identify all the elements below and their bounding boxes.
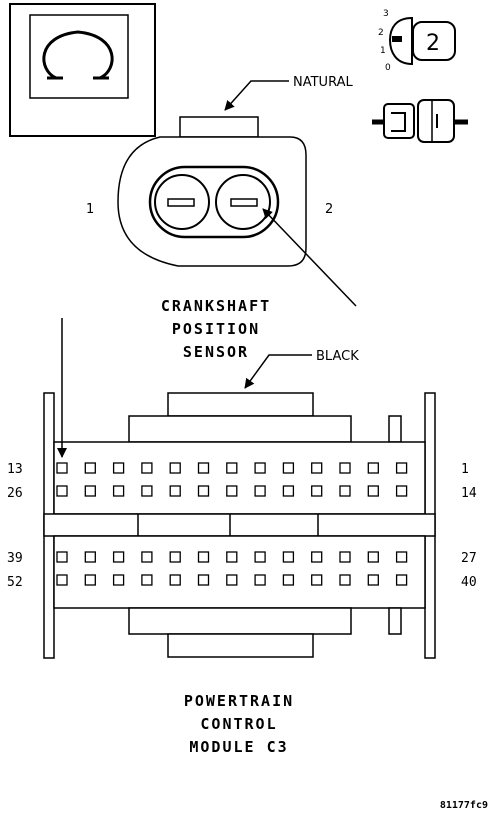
- pcm-row-label-right-3: 27: [461, 551, 477, 566]
- sensor-pin-1: [167, 198, 195, 207]
- pcm-pin-cavity: [112, 462, 125, 474]
- pcm-pin-cavity: [112, 551, 125, 563]
- pcm-pin-cavity: [339, 551, 351, 563]
- pcm-pin-grid: [56, 462, 408, 586]
- pcm-pin-cavity: [169, 462, 181, 474]
- pcm-row-label-left-2: 26: [7, 486, 23, 501]
- pcm-pin-cavity: [112, 485, 125, 497]
- pcm-pin-cavity: [141, 485, 153, 497]
- pcm-pin-cavity: [84, 485, 96, 497]
- sensor-pin-label-2: 2: [325, 202, 333, 217]
- black-label: BLACK: [316, 349, 359, 364]
- pcm-title: POWERTRAIN CONTROL MODULE C3: [184, 692, 294, 756]
- pcm-pin-cavity: [367, 551, 379, 563]
- pcm-pin-cavity: [282, 462, 295, 474]
- pcm-pin-cavity: [141, 462, 153, 474]
- pcm-pin-cavity: [395, 551, 408, 563]
- pcm-pin-cavity: [169, 574, 181, 586]
- pcm-pin-cavity: [169, 485, 181, 497]
- pcm-pin-cavity: [282, 574, 295, 586]
- key-position-1: 1: [380, 46, 386, 56]
- pcm-pin-cavity: [367, 485, 379, 497]
- pcm-pin-cavity: [254, 574, 266, 586]
- pcm-pin-cavity: [56, 462, 68, 474]
- pcm-pin-cavity: [141, 574, 153, 586]
- pcm-pin-cavity: [395, 485, 408, 497]
- pcm-pin-cavity: [311, 551, 323, 563]
- natural-label: NATURAL: [293, 75, 353, 90]
- pcm-pin-cavity: [282, 485, 295, 497]
- figure-code: 81177fc9: [440, 800, 488, 811]
- sensor-pin-2: [230, 198, 258, 207]
- pcm-pin-cavity: [367, 462, 379, 474]
- pcm-pin-cavity: [197, 462, 210, 474]
- pcm-row-label-left-3: 39: [7, 551, 23, 566]
- pcm-pin-cavity: [197, 485, 210, 497]
- pcm-pin-cavity: [141, 551, 153, 563]
- pcm-row-label-right-1: 1: [461, 462, 469, 477]
- pcm-pin-cavity: [395, 574, 408, 586]
- black-arrow: [244, 354, 312, 389]
- key-position-icon: 3 2 1 0 2: [378, 9, 456, 73]
- pcm-pin-cavity: [226, 462, 238, 474]
- pcm-pin-cavity: [56, 485, 68, 497]
- sensor-title-line-3: SENSOR: [183, 343, 249, 361]
- sensor-title-line-2: POSITION: [172, 320, 260, 338]
- pcm-pin-cavity: [311, 574, 323, 586]
- pcm-pin-cavity: [367, 574, 379, 586]
- pcm-pin-cavity: [282, 551, 295, 563]
- pcm-pin-cavity: [84, 551, 96, 563]
- pcm-pin-cavity: [84, 574, 96, 586]
- pcm-pin-cavity: [254, 551, 266, 563]
- pcm-row-label-right-2: 14: [461, 486, 477, 501]
- pcm-title-line-3: MODULE C3: [189, 738, 288, 756]
- pcm-pin-cavity: [254, 485, 266, 497]
- key-position-0: 0: [385, 63, 391, 73]
- plug-connector-icon: [372, 99, 468, 143]
- sensor-pin2-arrow: [262, 208, 357, 307]
- crankshaft-sensor-connector: [117, 116, 307, 267]
- pcm-pin-cavity: [339, 462, 351, 474]
- pcm-pin-cavity: [395, 462, 408, 474]
- natural-arrow: [224, 80, 289, 111]
- pcm-pin-cavity: [169, 551, 181, 563]
- sensor-pin-label-1: 1: [86, 202, 94, 217]
- pcm-pin-cavity: [254, 462, 266, 474]
- pcm-pin-cavity: [84, 462, 96, 474]
- pcm-pin-cavity: [226, 551, 238, 563]
- pcm-pin-cavity: [311, 462, 323, 474]
- pcm-pin-cavity: [56, 551, 68, 563]
- pcm-pin-cavity: [56, 574, 68, 586]
- pcm-pin-cavity: [226, 485, 238, 497]
- sensor-title-line-1: CRANKSHAFT: [161, 297, 271, 315]
- pcm-pin-cavity: [339, 574, 351, 586]
- pcm-title-line-1: POWERTRAIN: [184, 692, 294, 710]
- pcm-pin-cavity: [226, 574, 238, 586]
- pcm-pin-cavity: [112, 574, 125, 586]
- pcm-pin-cavity: [197, 574, 210, 586]
- pcm-pin-cavity: [197, 551, 210, 563]
- pcm-row-label-right-4: 40: [461, 575, 477, 590]
- pcm-pin-cavity: [311, 485, 323, 497]
- pcm-pin-cavity: [339, 485, 351, 497]
- pcm-title-line-2: CONTROL: [200, 715, 277, 733]
- pcm-connector: [43, 392, 436, 659]
- key-position-2: 2: [378, 28, 384, 38]
- pcm-row-label-left-1: 13: [7, 462, 23, 477]
- key-selected-number: 2: [426, 31, 440, 56]
- key-position-3: 3: [383, 9, 389, 19]
- sensor-title: CRANKSHAFT POSITION SENSOR: [161, 297, 271, 361]
- pcm-row-label-left-4: 52: [7, 575, 23, 590]
- omega-symbol-icon: [9, 3, 156, 137]
